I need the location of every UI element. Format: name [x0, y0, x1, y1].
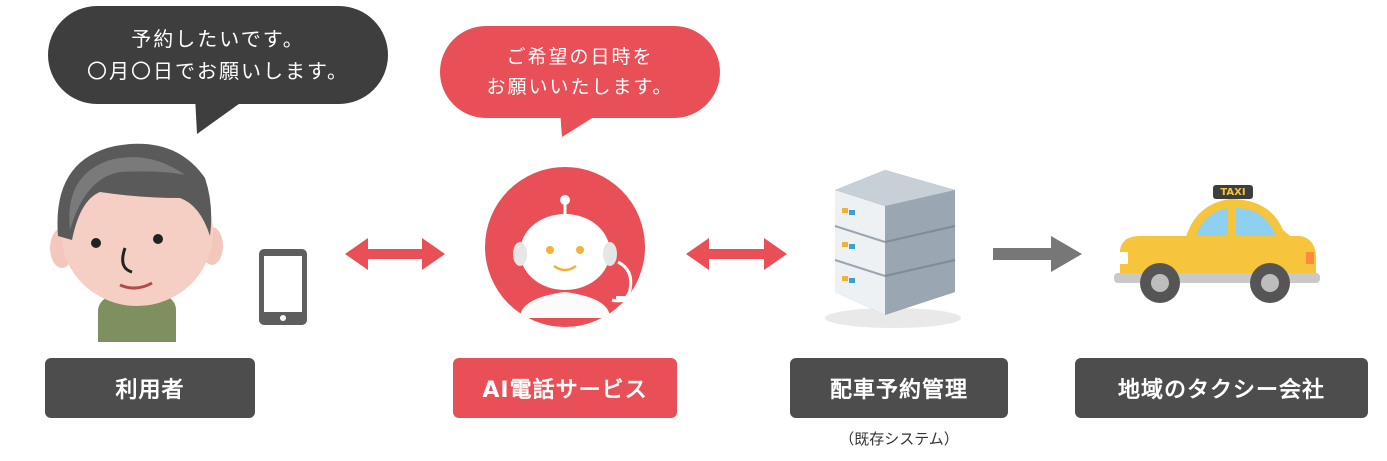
taxi-company-label: 地域のタクシー会社 — [1075, 358, 1368, 418]
user-bubble-line2: 〇月〇日でお願いします。 — [87, 59, 349, 83]
system-label: 配車予約管理 — [790, 358, 1008, 418]
double-arrow-ai-system — [686, 238, 787, 270]
user-speech-bubble: 予約したいです。 〇月〇日でお願いします。 — [48, 6, 388, 104]
ai-speech-bubble: ご希望の日時を お願いいたします。 — [440, 26, 720, 118]
ai-bubble-line1: ご希望の日時を — [506, 46, 654, 68]
ai-bubble-line2: お願いいたします。 — [486, 76, 674, 98]
server-icon — [825, 170, 961, 328]
taxi-sign: TAXI — [1220, 187, 1246, 198]
robot-icon — [485, 167, 645, 327]
double-arrow-user-ai — [345, 238, 445, 270]
user-bubble-tail — [195, 96, 250, 134]
arrow-system-taxi — [993, 236, 1082, 272]
system-note: （既存システム） — [839, 430, 959, 448]
ai-service-label: AI電話サービス — [453, 358, 677, 418]
user-bubble-line1: 予約したいです。 — [131, 27, 305, 51]
user-avatar-icon — [50, 143, 223, 342]
user-label: 利用者 — [45, 358, 255, 418]
taxi-icon — [1114, 185, 1320, 303]
smartphone-icon — [259, 249, 307, 325]
